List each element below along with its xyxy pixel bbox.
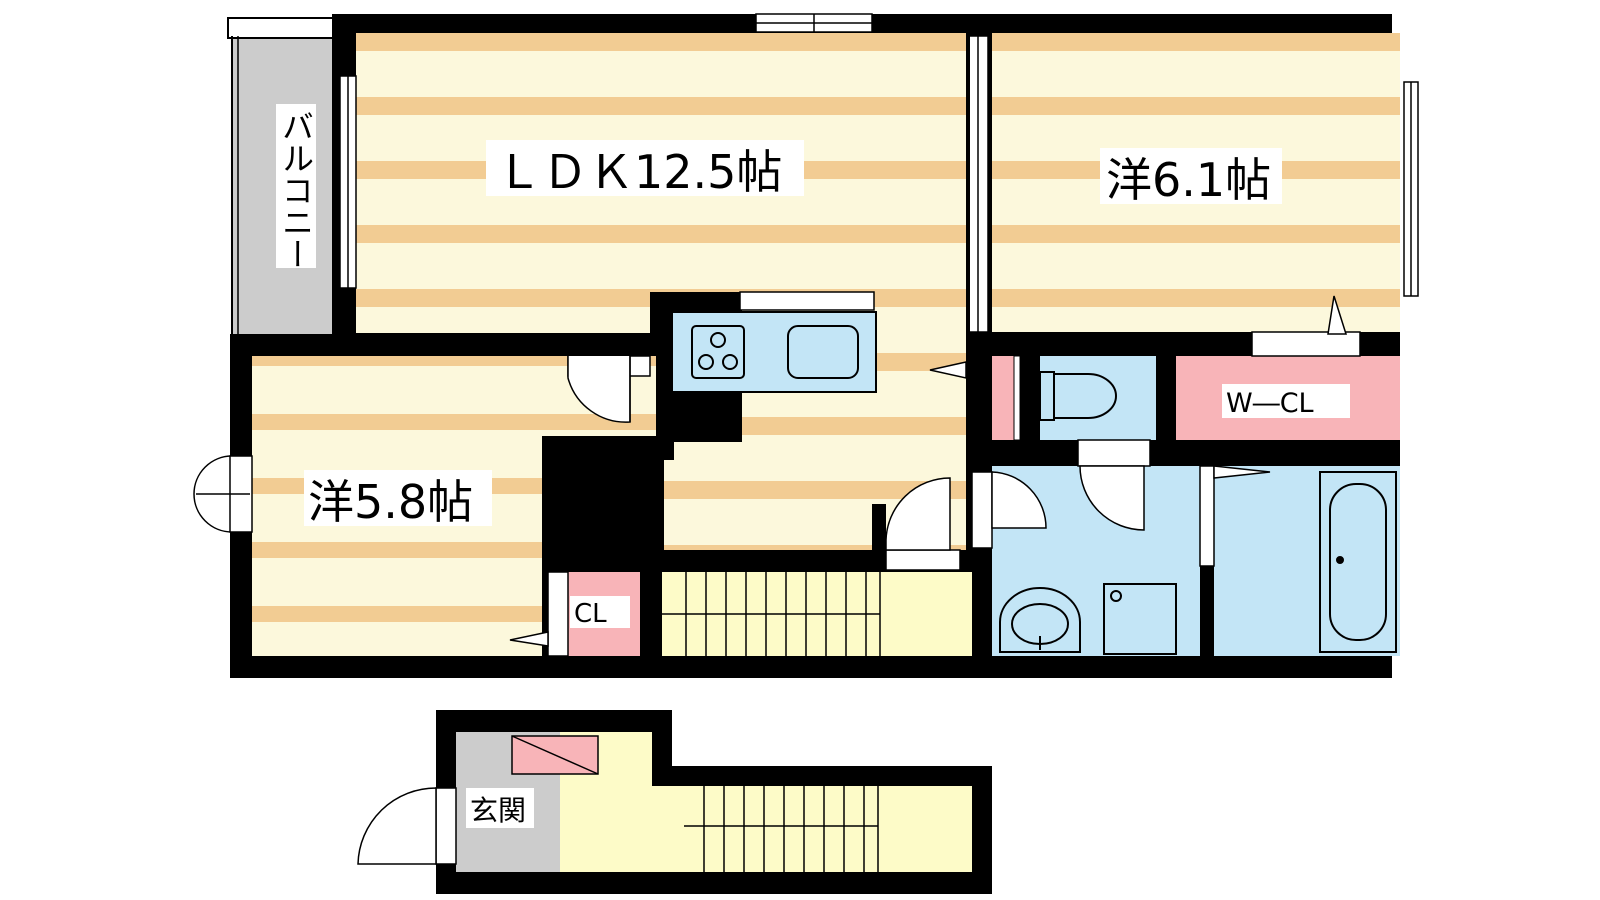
stairs-upper <box>662 572 881 656</box>
western-b-label: 洋5.8帖 <box>308 475 473 529</box>
door-swings <box>509 295 1348 647</box>
window-north <box>755 13 873 33</box>
window-east <box>1403 81 1419 297</box>
toilet-icon <box>1039 371 1117 421</box>
wcl-label: W―CL <box>1226 388 1314 419</box>
entrance-label: 玄関 <box>470 794 526 827</box>
washbasin-icon <box>999 587 1081 653</box>
washing-machine-icon <box>1103 583 1177 655</box>
entrance-door[interactable] <box>357 787 457 865</box>
bay-window-west <box>193 455 253 533</box>
western-a-label: 洋6.1帖 <box>1106 153 1271 207</box>
kitchen-counter <box>671 291 877 393</box>
window-balcony <box>339 75 357 289</box>
cl-label: CL <box>574 599 607 629</box>
window-partition <box>967 35 989 333</box>
ldk-label: ＬＤＫ12.5帖 <box>496 145 782 199</box>
stove-icon <box>691 325 745 379</box>
balcony-label: バルコニー <box>277 110 315 270</box>
sink-icon <box>787 325 859 379</box>
bathtub-icon <box>1319 471 1397 653</box>
stairs-lower <box>684 786 879 872</box>
